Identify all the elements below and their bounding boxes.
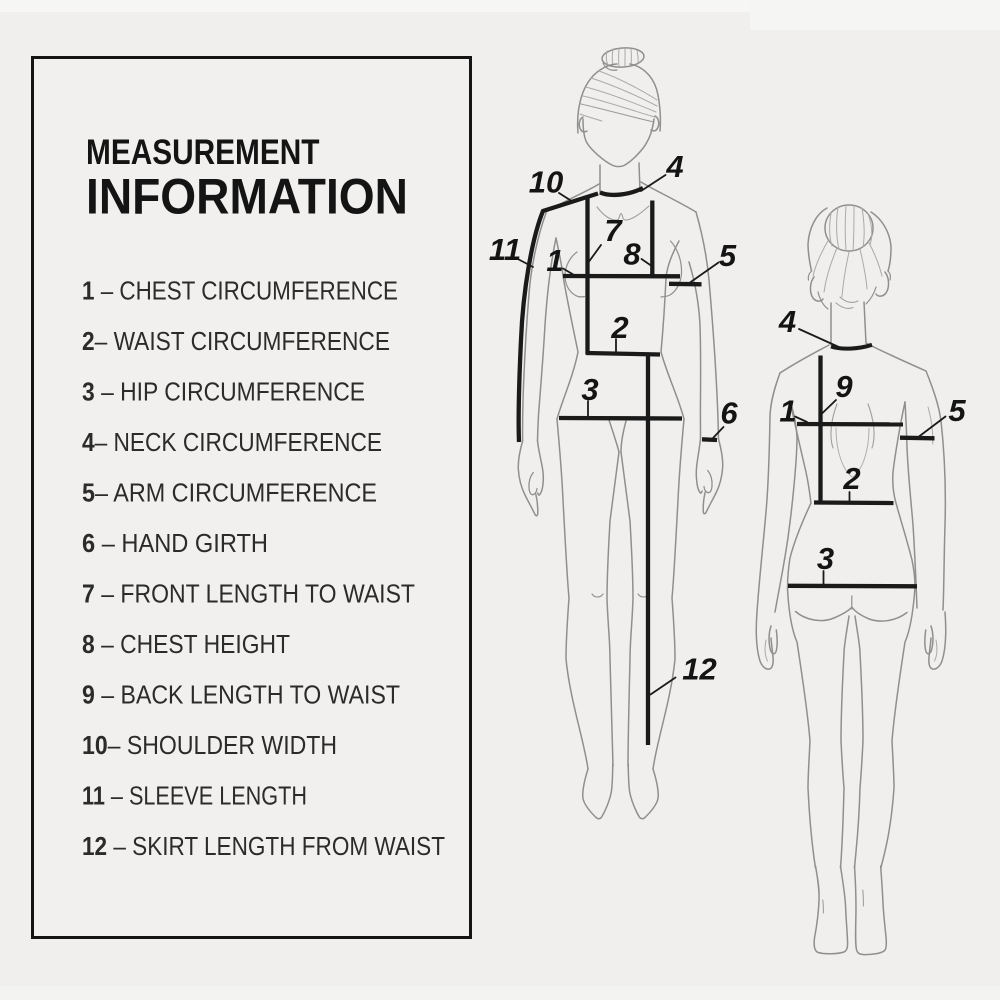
- svg-text:1 – CHEST CIRCUMFERENCE: 1 – CHEST CIRCUMFERENCE: [82, 276, 398, 306]
- svg-text:11: 11: [489, 232, 521, 267]
- svg-text:4– NECK CIRCUMFERENCE: 4– NECK CIRCUMFERENCE: [82, 427, 382, 457]
- svg-text:3 – HIP CIRCUMFERENCE: 3 – HIP CIRCUMFERENCE: [82, 377, 365, 407]
- svg-text:10– SHOULDER WIDTH: 10– SHOULDER WIDTH: [82, 730, 337, 760]
- svg-text:MEASUREMENT: MEASUREMENT: [86, 133, 320, 172]
- svg-text:5: 5: [948, 393, 966, 428]
- svg-text:8: 8: [623, 237, 641, 272]
- svg-text:7 – FRONT LENGTH TO WAIST: 7 – FRONT LENGTH TO WAIST: [82, 579, 415, 609]
- svg-text:INFORMATION: INFORMATION: [86, 169, 408, 225]
- svg-text:12: 12: [682, 652, 716, 687]
- svg-text:2– WAIST CIRCUMFERENCE: 2– WAIST CIRCUMFERENCE: [82, 326, 390, 356]
- svg-text:6: 6: [720, 396, 738, 431]
- svg-text:1: 1: [779, 394, 796, 429]
- svg-text:7: 7: [604, 213, 623, 248]
- svg-text:11 – SLEEVE LENGTH: 11 – SLEEVE LENGTH: [82, 781, 307, 811]
- svg-text:4: 4: [778, 304, 796, 339]
- svg-text:9 – BACK LENGTH TO WAIST: 9 – BACK LENGTH TO WAIST: [82, 680, 400, 710]
- svg-text:1: 1: [546, 243, 563, 278]
- svg-text:5– ARM CIRCUMFERENCE: 5– ARM CIRCUMFERENCE: [82, 478, 377, 508]
- svg-text:6 – HAND GIRTH: 6 – HAND GIRTH: [82, 528, 268, 558]
- svg-text:5: 5: [719, 238, 737, 273]
- svg-text:10: 10: [529, 165, 563, 200]
- svg-text:3: 3: [581, 372, 598, 407]
- svg-text:3: 3: [817, 541, 834, 576]
- svg-text:2: 2: [842, 461, 860, 496]
- svg-text:4: 4: [665, 149, 683, 184]
- svg-text:12 – SKIRT LENGTH FROM WAIST: 12 – SKIRT LENGTH FROM WAIST: [82, 831, 445, 861]
- svg-text:2: 2: [610, 310, 628, 345]
- svg-text:8 – CHEST HEIGHT: 8 – CHEST HEIGHT: [82, 629, 290, 659]
- svg-text:9: 9: [835, 369, 853, 404]
